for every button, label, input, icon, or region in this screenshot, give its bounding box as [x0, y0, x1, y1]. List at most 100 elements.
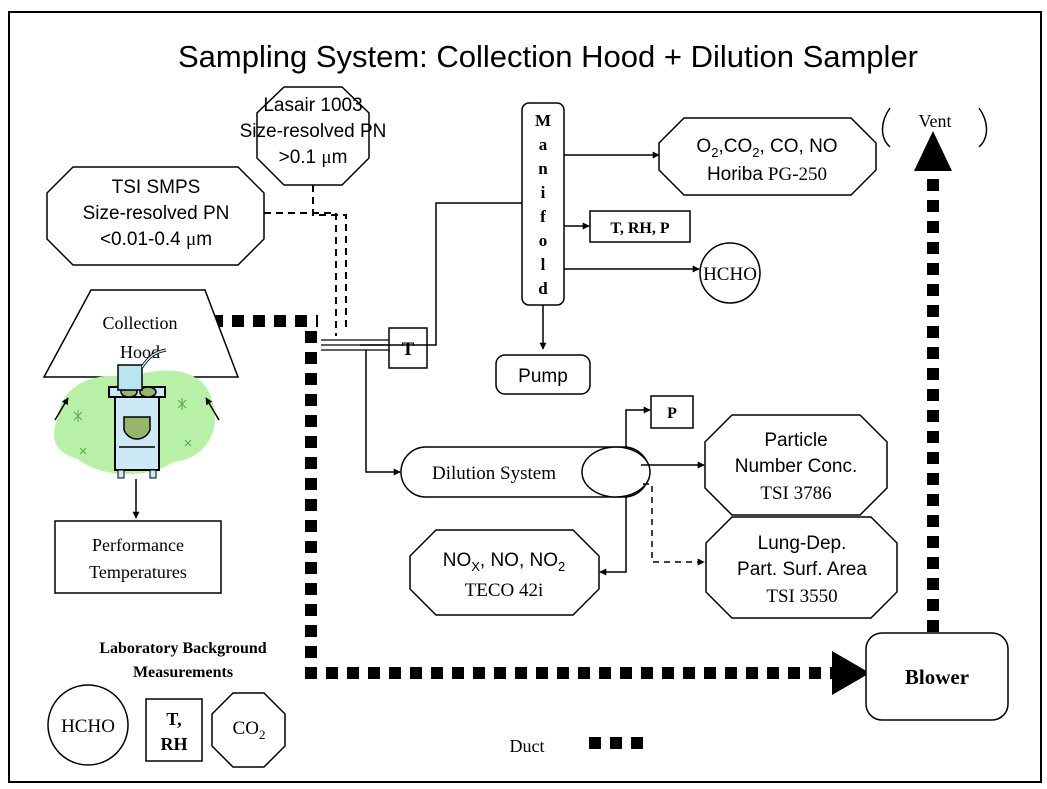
blower: Blower: [865, 632, 1009, 721]
blower-label: Blower: [905, 665, 969, 689]
lasair-1003-instrument: Lasair 1003 Size-resolved PN >0.1 μm: [240, 86, 387, 186]
t-rh-p-sensor: T, RH, P: [589, 210, 691, 243]
duct-arrowhead-blower: [832, 651, 870, 695]
vent: Vent: [881, 107, 988, 148]
manifold-letter: i: [541, 183, 546, 202]
teco-gases: NOX, NO, NO2: [443, 550, 566, 574]
oven-window: [123, 416, 151, 440]
lasair-octagon: [256, 86, 370, 186]
lasair-line-1: Lasair 1003: [263, 95, 362, 116]
cooking-appliance-illustration: [54, 348, 220, 479]
diagram-title: Sampling System: Collection Hood + Dilut…: [178, 39, 918, 74]
pump-label: Pump: [518, 366, 568, 387]
burner-right: [139, 386, 157, 398]
airflow-arrow-left: [54, 397, 69, 421]
lab-t-label: T,: [166, 709, 181, 729]
particle-number-model: TSI 3786: [760, 483, 831, 504]
collection-hood: Collection Hood: [42, 289, 240, 378]
duct-legend: Duct: [510, 736, 643, 756]
particle-number-octagon: [704, 414, 888, 516]
dilution-system: Dilution System: [400, 446, 651, 498]
hcho-analyzer: HCHO: [699, 242, 761, 304]
vent-right-wall: [978, 107, 988, 148]
airflow-arrow-right: [205, 397, 220, 421]
blower-box: [865, 632, 1009, 721]
line-to-manifold: [360, 199, 533, 346]
manifold-letter: M: [535, 111, 551, 130]
lab-rh-label: RH: [161, 734, 188, 754]
hcho-label: HCHO: [703, 264, 757, 285]
manifold-letter: d: [538, 279, 548, 298]
manifold-letter: f: [540, 207, 546, 226]
figure-frame: [8, 11, 1042, 783]
performance-line-1: Performance: [92, 535, 184, 555]
tsi-smps-line-2: Size-resolved PN: [83, 203, 230, 224]
pot: [117, 364, 143, 391]
lung-dep-surface-area-monitor: Lung-Dep. Part. Surf. Area TSI 3550: [705, 516, 898, 619]
particle-number-line-2: Number Conc.: [735, 456, 858, 477]
lung-dep-line-2: Part. Surf. Area: [737, 559, 867, 580]
vent-left-wall: [881, 107, 891, 148]
duct-lines: [211, 131, 952, 695]
hood-trapezoid: [42, 289, 240, 378]
temperature-probe: T: [388, 327, 428, 369]
lasair-sample-line: [312, 185, 347, 332]
sparkle-marks: [73, 398, 192, 455]
t-rh-p-label: T, RH, P: [610, 220, 669, 237]
performance-line-2: Temperatures: [89, 562, 187, 582]
lab-background-section: Laboratory Background Measurements HCHO …: [47, 640, 286, 768]
duct-legend-label: Duct: [510, 736, 545, 756]
lab-co2-octagon: [211, 692, 286, 768]
manifold: M a n i f o l d: [521, 102, 565, 306]
hcho-circle: [699, 242, 761, 304]
lung-dep-line-1: Lung-Dep.: [758, 533, 847, 554]
pump-box: [495, 354, 591, 395]
lab-background-title-1: Laboratory Background: [99, 640, 266, 657]
tsi-smps-size-range: <0.01-0.4 μm: [100, 229, 212, 250]
manifold-box: [521, 102, 565, 306]
p-sensor-label: P: [667, 405, 677, 422]
lung-dep-octagon: [705, 516, 898, 619]
horiba-gases: O2,CO2, CO, NO: [696, 136, 837, 160]
tsi-smps-octagon: [46, 166, 265, 266]
dilution-end-cap: [581, 446, 651, 498]
lung-dep-model: TSI 3550: [766, 586, 837, 607]
vent-label: Vent: [919, 111, 952, 131]
horiba-octagon: [658, 117, 877, 196]
pressure-sensor: P: [650, 395, 694, 429]
dilution-label: Dilution System: [432, 463, 556, 484]
duct-arrowhead-vent: [914, 131, 952, 171]
performance-temperatures: Performance Temperatures: [54, 520, 222, 594]
duct-legend-dash: [631, 737, 643, 749]
hood-line-2: Hood: [120, 342, 160, 362]
line-to-dilution: [365, 350, 401, 476]
pump: Pump: [495, 354, 591, 395]
teco-model: TECO 42i: [465, 580, 544, 601]
hood-line-1: Collection: [103, 313, 178, 333]
manifold-letter: o: [539, 231, 548, 250]
lasair-size-range: >0.1 μm: [279, 147, 348, 168]
performance-box: [54, 520, 222, 594]
teco-nox-analyzer: NOX, NO, NO2 TECO 42i: [409, 529, 600, 616]
arrow-to-lung-dep: [643, 483, 705, 566]
lab-hcho-label: HCHO: [61, 716, 115, 737]
lasair-line-2: Size-resolved PN: [240, 121, 387, 142]
duct-legend-dash: [589, 737, 601, 749]
t-probe-box: [388, 327, 428, 369]
lab-co2-label: CO2: [233, 718, 266, 742]
manifold-letter: n: [538, 159, 548, 178]
lab-hcho-circle: [47, 684, 129, 766]
duct-legend-dash: [610, 737, 622, 749]
tsi-smps-instrument: TSI SMPS Size-resolved PN <0.01-0.4 μm: [46, 166, 265, 266]
teco-octagon: [409, 529, 600, 616]
particle-number-line-1: Particle: [764, 430, 827, 451]
lab-background-title-2: Measurements: [133, 664, 233, 681]
tsi-smps-line-1: TSI SMPS: [112, 177, 201, 198]
t-rh-p-box: [589, 210, 691, 243]
lab-t-rh-box: [145, 698, 203, 762]
manifold-letter: a: [539, 135, 548, 154]
